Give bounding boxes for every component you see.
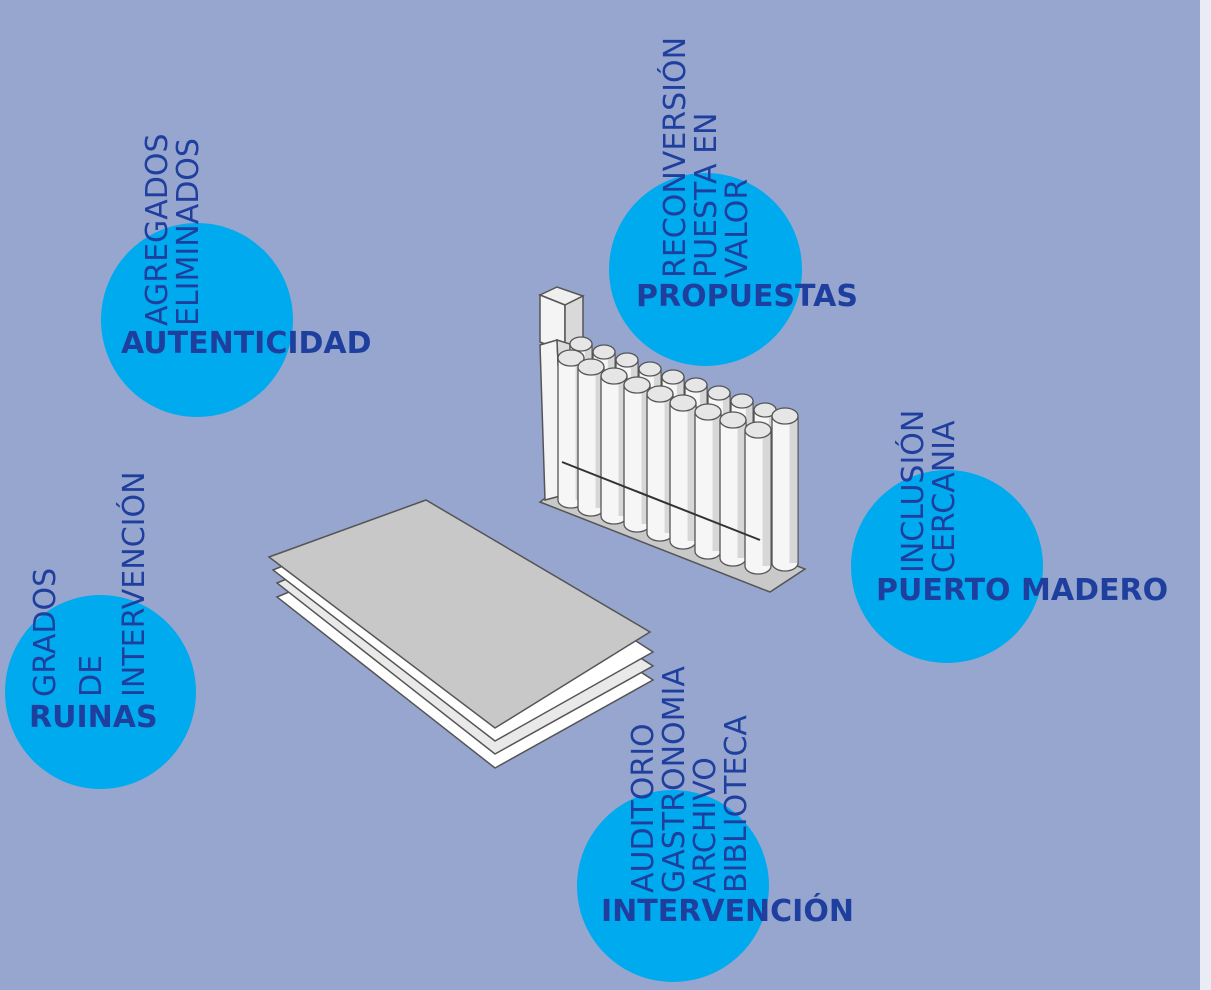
subtitle-line: ELIMINADOS <box>171 138 206 326</box>
circle-propuestas <box>609 173 802 366</box>
subtitle-line: INCLUSIÓN <box>896 409 931 573</box>
cylinder-shade <box>737 420 746 558</box>
subtitle-line: ARCHIVO <box>688 757 723 893</box>
cylinder-group <box>557 336 799 575</box>
propuestas-subtitles: RECONVERSIÓN PUESTA EN VALOR <box>658 36 755 279</box>
subtitle-line: BIBLIOTECA <box>719 715 754 893</box>
subtitle-line: GRADOS <box>28 567 63 697</box>
title-autenticidad: AUTENTICIDAD <box>121 326 372 361</box>
subtitle-line: PUESTA EN <box>689 112 724 279</box>
intervencion-subtitles: AUDITORIO GASTRONOMIA ARCHIVO BIBLIOTECA <box>626 666 754 893</box>
title-puerto-madero: PUERTO MADERO <box>876 573 1169 608</box>
subtitle-line: GASTRONOMIA <box>657 666 692 893</box>
subtitle-line: INTERVENCIÓN <box>117 471 152 697</box>
cylinder-building-model <box>538 286 807 593</box>
cylinder-shade <box>641 385 650 524</box>
cylinder-cap <box>684 377 708 393</box>
cylinder-shade <box>789 416 798 563</box>
cylinder-cap <box>744 421 772 439</box>
circle-puerto-madero <box>851 470 1043 663</box>
title-ruinas: RUINAS <box>29 700 158 735</box>
cylinder-cap <box>719 411 747 429</box>
cylinder-cap <box>623 376 651 394</box>
cylinder-cap <box>557 349 585 367</box>
cylinder-cap <box>730 393 754 409</box>
title-intervencion: INTERVENCIÓN <box>601 894 854 929</box>
cylinder-shade <box>664 394 673 533</box>
cylinder-shade <box>712 412 721 551</box>
subtitle-line: DE <box>74 654 109 697</box>
cylinder-shade <box>687 403 696 541</box>
ruinas-subtitles: INTERVENCIÓN <box>117 471 152 697</box>
cylinder-cap <box>694 403 722 421</box>
cylinder-cap <box>600 367 628 385</box>
subtitle-line: RECONVERSIÓN <box>658 36 693 278</box>
cylinder-cap <box>707 385 731 401</box>
cylinder-cap <box>592 344 616 360</box>
subtitle-line: AGREGADOS <box>140 133 175 326</box>
subtitle-line: CERCANIA <box>927 420 962 573</box>
autenticidad-subtitles: AGREGADOS ELIMINADOS <box>140 133 206 326</box>
cylinder-shade <box>762 430 771 566</box>
title-propuestas: PROPUESTAS <box>636 279 858 314</box>
cylinder-cap <box>669 394 697 412</box>
cylinder-cap <box>771 407 799 425</box>
side-strip <box>1200 0 1211 990</box>
cylinder-shade <box>595 367 604 508</box>
circle-intervencion <box>577 790 769 982</box>
cylinder-cap <box>569 336 593 352</box>
subtitle-line: AUDITORIO <box>626 723 661 893</box>
cylinder-cap <box>661 369 685 385</box>
ruinas-subtitles: DE <box>74 654 109 697</box>
puerto-madero-subtitles: INCLUSIÓN CERCANIA <box>896 409 962 573</box>
subtitle-line: VALOR <box>720 178 755 278</box>
cylinder-cap <box>638 361 662 377</box>
circle-ruinas <box>5 595 196 789</box>
cylinder-cap <box>615 352 639 368</box>
ruinas-subtitles: GRADOS <box>28 567 63 697</box>
cylinder-cap <box>577 358 605 376</box>
cylinder-cap <box>646 385 674 403</box>
stacked-sheets-model <box>267 499 655 769</box>
cylinder-shade <box>618 376 627 516</box>
circle-autenticidad <box>101 223 293 417</box>
